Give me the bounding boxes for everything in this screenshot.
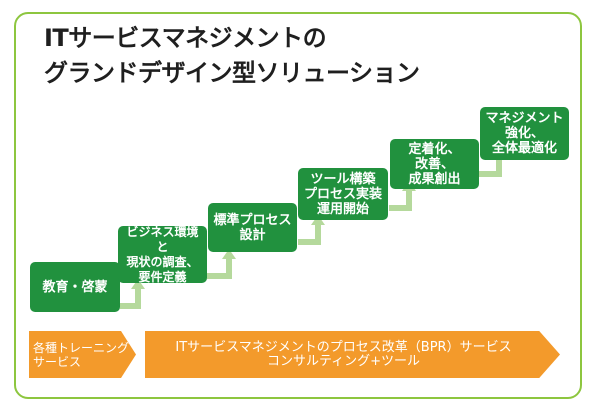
step-arrowhead-2 — [222, 249, 236, 259]
title-line-1: ITサービスマネジメントの — [44, 24, 327, 52]
step-arrowhead-3 — [311, 215, 325, 225]
training-services-banner: 各種トレーニング サービス — [29, 331, 136, 378]
consulting-services-banner: ITサービスマネジメントのプロセス改革（BPR）サービス コンサルティング+ツー… — [145, 331, 560, 378]
step-requirements: ビジネス環境と 現状の調査、 要件定義 — [118, 225, 207, 284]
step-arrowhead-1 — [131, 279, 145, 289]
step-arrow-3 — [298, 223, 321, 245]
step-establish: 定着化、 改善、 成果創出 — [390, 139, 479, 189]
step-education: 教育・啓蒙 — [30, 262, 120, 312]
step-arrow-4 — [389, 189, 412, 211]
step-arrow-5 — [479, 155, 502, 177]
step-tool-build: ツール構築 プロセス実装 運用開始 — [298, 168, 388, 220]
step-optimize: マネジメント 強化、 全体最適化 — [480, 107, 569, 160]
title-line-2: グランドデザイン型ソリューション — [44, 59, 420, 87]
step-process-design: 標準プロセス 設計 — [208, 203, 297, 252]
step-arrow-1 — [120, 287, 141, 309]
step-arrow-2 — [207, 257, 232, 279]
